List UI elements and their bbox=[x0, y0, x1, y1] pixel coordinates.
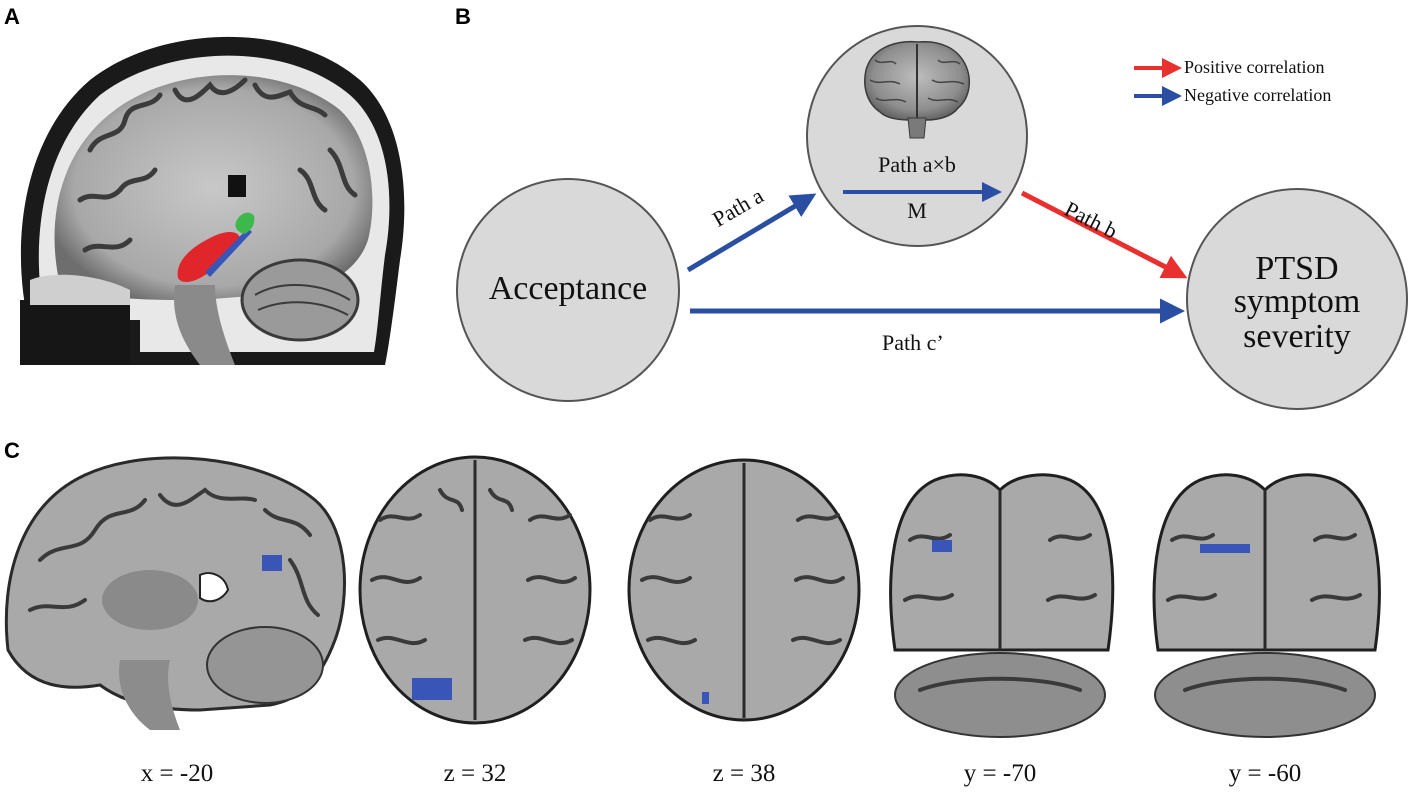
panel-a-sagittal-mri bbox=[0, 36, 405, 370]
slice-label-4: y = -70 bbox=[963, 760, 1037, 787]
panel-letter-a: A bbox=[4, 4, 20, 29]
slice-sagittal bbox=[4, 456, 347, 730]
panel-letter-b: B bbox=[455, 4, 471, 29]
node-mediator-path-label: Path a×b bbox=[878, 152, 956, 177]
cluster-x-20 bbox=[262, 555, 282, 571]
cluster-y60 bbox=[1200, 544, 1250, 553]
mediation-diagram bbox=[456, 25, 1408, 410]
arrow-path-b bbox=[1020, 190, 1188, 279]
brain-icon bbox=[864, 40, 971, 139]
slice-label-2: z = 32 bbox=[443, 760, 507, 787]
roi-green bbox=[235, 212, 255, 234]
node-mediator-m-label: M bbox=[907, 198, 927, 223]
label-path-c-prime: Path c’ bbox=[882, 330, 944, 355]
slice-axial-z32 bbox=[358, 455, 592, 725]
roi-blue bbox=[205, 228, 252, 277]
node-acceptance-label: Acceptance bbox=[488, 270, 648, 307]
panel-letter-c: C bbox=[4, 438, 20, 463]
legend-negative-label: Negative correlation bbox=[1184, 85, 1332, 105]
slice-coronal-y70 bbox=[889, 473, 1115, 738]
node-outcome-line-2: symptom bbox=[1233, 283, 1361, 320]
slice-label-1: x = -20 bbox=[140, 760, 214, 787]
legend-positive-label: Positive correlation bbox=[1184, 57, 1325, 77]
cluster-z38 bbox=[702, 692, 709, 704]
slice-axial-z38 bbox=[627, 458, 861, 722]
slice-label-5: y = -60 bbox=[1228, 760, 1302, 787]
node-outcome-line-1: PTSD bbox=[1255, 250, 1339, 287]
cluster-y70 bbox=[932, 540, 952, 552]
slice-coronal-y60 bbox=[1152, 473, 1381, 738]
roi-red bbox=[177, 232, 240, 282]
node-outcome bbox=[1186, 188, 1408, 410]
slice-label-3: z = 38 bbox=[712, 760, 776, 787]
node-outcome-line-3: severity bbox=[1243, 318, 1351, 355]
arrow-path-a bbox=[686, 193, 817, 273]
node-acceptance bbox=[456, 178, 680, 402]
cluster-z32 bbox=[412, 678, 452, 700]
